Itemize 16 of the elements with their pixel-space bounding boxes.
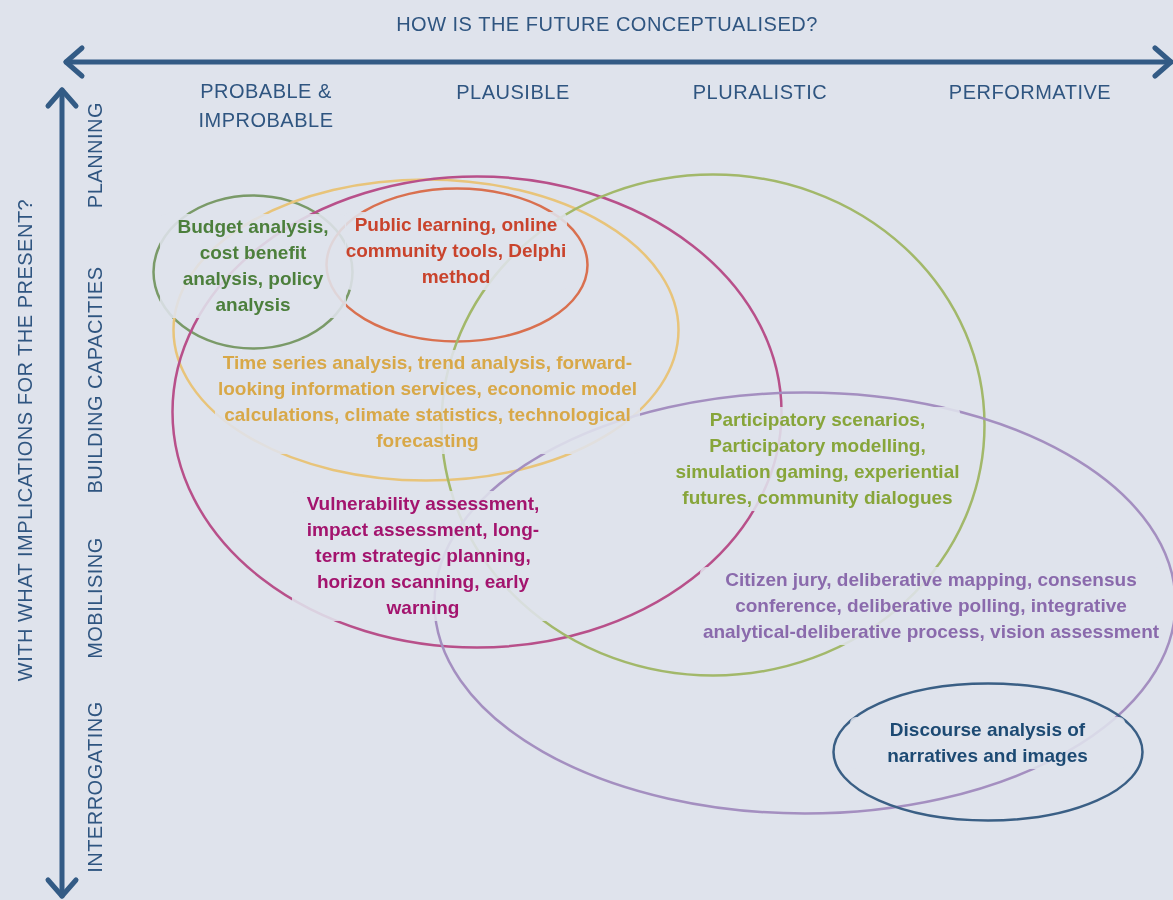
method-list: Time series analysis, trend analysis, forward-looking information services, economic model calculations, climate statistics, technological forecasting: [215, 350, 640, 454]
row-heading: BUILDING CAPACITIES: [83, 266, 107, 494]
column-heading: PLAUSIBLE: [456, 80, 570, 104]
row-heading: MOBILISING: [83, 537, 107, 659]
axis-title: WITH WHAT IMPLICATIONS FOR THE PRESENT?: [13, 198, 37, 682]
method-list: Participatory scenarios, Participatory modelling, simulation gaming, experiential futures, community dialogues: [675, 407, 960, 511]
row-heading: INTERROGATING: [83, 701, 107, 873]
method-list: Discourse analysis of narratives and images: [850, 717, 1125, 769]
method-list: Budget analysis, cost benefit analysis, policy analysis: [160, 214, 346, 318]
column-heading: PLURALISTIC: [692, 80, 828, 104]
column-heading: PERFORMATIVE: [948, 80, 1112, 104]
axis-title: HOW IS THE FUTURE CONCEPTUALISED?: [396, 12, 818, 36]
method-list: Public learning, online community tools, Delphi method: [345, 212, 567, 290]
column-heading: PROBABLE & IMPROBABLE: [197, 79, 335, 133]
row-heading: PLANNING: [83, 101, 107, 209]
method-list: Citizen jury, deliberative mapping, consensus conference, deliberative polling, integrative analytical-deliberative process, vision assessment: [700, 567, 1162, 645]
